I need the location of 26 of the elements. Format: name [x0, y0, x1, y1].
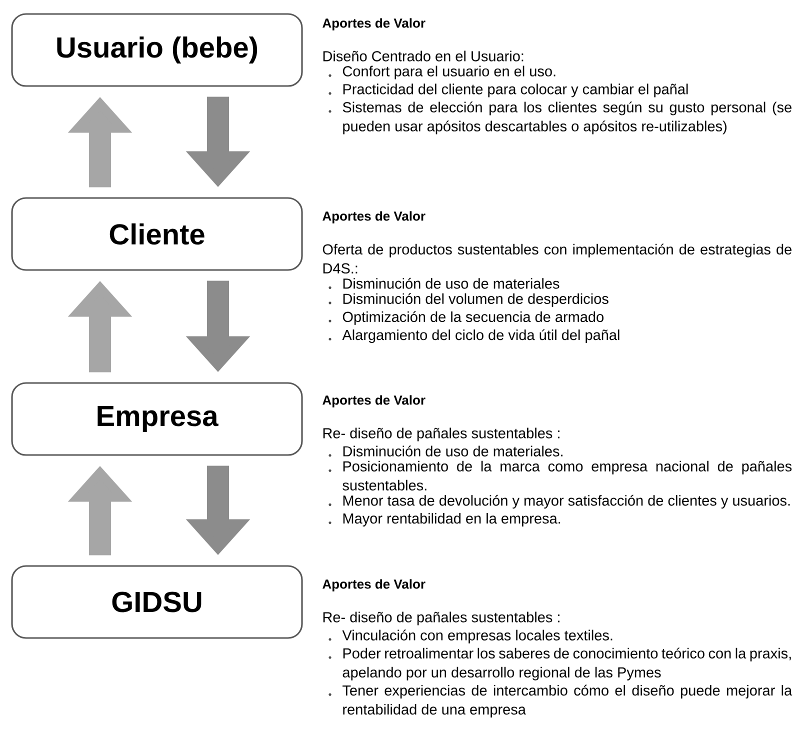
bullet-item: Tener experiencias de intercambio cómo el diseño puede mejorar la rentabilidad de una empresa [342, 684, 792, 718]
intro-text: Diseño Centrado en el Usuario: [323, 50, 524, 62]
heading: Aportes de Valor [322, 395, 426, 408]
bullet-item: Practicidad del cliente para colocar y cambiar el pañal [343, 84, 688, 98]
intro-text: Re- diseño de pañales sustentables : [323, 428, 560, 442]
bullet-item: Sistemas de elección para los clientes según su gusto personal (se pueden usar apósitos descartables o apósitos re-utilizables) [342, 102, 792, 134]
heading: Aportes de Valor [322, 211, 426, 224]
bullet-item: Posicionamiento de la marca como empresa nacional de pañales sustentables. [342, 460, 792, 490]
intro-text: Oferta de productos sustentables con implementación de estrategias de D4S.: [322, 244, 792, 274]
heading: Aportes de Valor [322, 18, 426, 30]
bullet-item: Mayor rentabilidad en la empresa. [343, 512, 560, 526]
stage-box: Usuario (bebe) [11, 13, 303, 87]
bullet-item: Optimización de la secuencia de armado [342, 311, 604, 325]
bullet-item: Vinculación con empresas locales textiles. [342, 630, 612, 644]
bullet-item: Disminución del volumen de desperdicios [343, 293, 608, 307]
stage-box: Cliente [11, 197, 303, 271]
stage-box: Empresa [11, 382, 303, 456]
stage-box: GIDSU [11, 565, 303, 639]
heading: Aportes de Valor [322, 579, 426, 592]
bullet-item: Disminución de uso de materiales [343, 278, 560, 289]
bullet-item: Poder retroalimentar los saberes de conocimiento teórico con la praxis, apelando por un desarrollo regional de las Pymes [342, 648, 791, 680]
bullet-item: Confort para el usuario en el uso. [342, 66, 556, 80]
intro-text: Re- diseño de pañales sustentables : [323, 612, 560, 626]
bullet-item: Alargamiento del ciclo de vida útil del pañal [342, 329, 620, 343]
bullet-item: Disminución de uso de materiales. [343, 446, 562, 456]
bullet-item: Menor tasa de devolución y mayor satisfacción de clientes y usuarios. [343, 494, 790, 509]
